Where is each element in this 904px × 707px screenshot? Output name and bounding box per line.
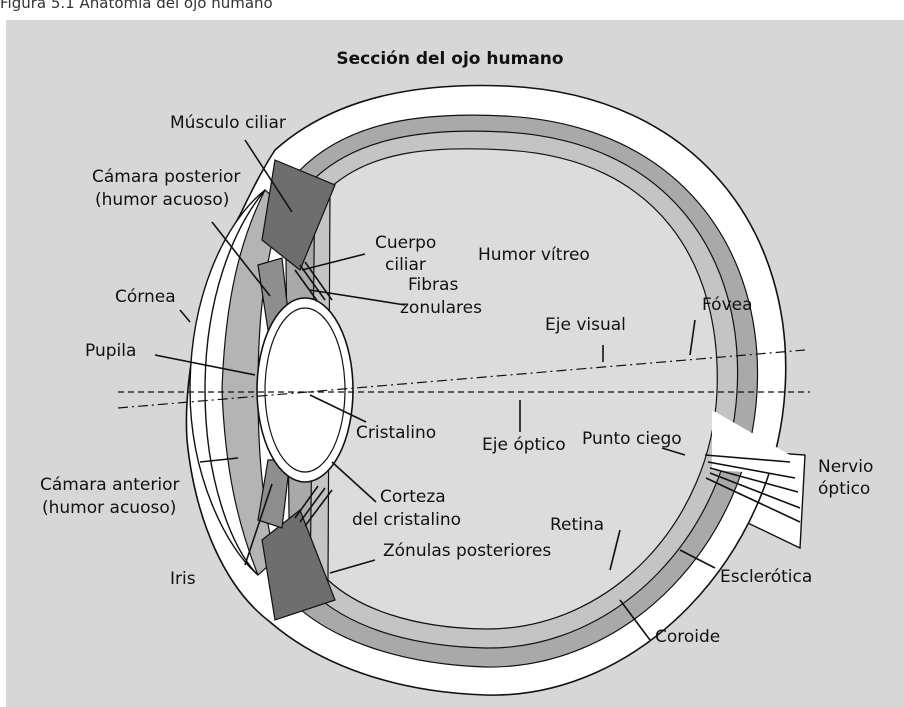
label-fovea: Fóvea bbox=[702, 295, 753, 315]
label-nervio-1: Nervio bbox=[818, 457, 873, 477]
label-camara-anterior-2: (humor acuoso) bbox=[42, 498, 176, 518]
label-fibras-2: zonulares bbox=[400, 298, 482, 318]
label-camara-posterior-2: (humor acuoso) bbox=[95, 190, 229, 210]
label-humor-vitreo: Humor vítreo bbox=[478, 245, 590, 265]
label-corteza-1: Corteza bbox=[380, 487, 446, 507]
label-cristalino: Cristalino bbox=[356, 423, 436, 443]
label-punto-ciego: Punto ciego bbox=[582, 429, 682, 449]
label-corteza-2: del cristalino bbox=[352, 510, 461, 530]
label-coroide: Coroide bbox=[655, 627, 720, 647]
label-pupila: Pupila bbox=[85, 341, 136, 361]
label-eje-optico: Eje óptico bbox=[482, 435, 566, 455]
label-retina: Retina bbox=[550, 515, 604, 535]
label-esclerotica: Esclerótica bbox=[720, 567, 812, 587]
label-iris: Iris bbox=[170, 569, 196, 589]
label-fibras-1: Fibras bbox=[408, 275, 458, 295]
label-musculo-ciliar: Músculo ciliar bbox=[170, 113, 286, 133]
label-eje-visual: Eje visual bbox=[545, 315, 626, 335]
diagram-title: Sección del ojo humano bbox=[336, 49, 563, 69]
label-cornea: Córnea bbox=[115, 287, 176, 307]
label-camara-anterior-1: Cámara anterior bbox=[40, 475, 180, 495]
label-nervio-2: óptico bbox=[818, 479, 870, 499]
label-camara-posterior-1: Cámara posterior bbox=[92, 167, 240, 187]
label-cuerpo-ciliar-2: ciliar bbox=[385, 255, 426, 275]
label-cuerpo-ciliar-1: Cuerpo bbox=[375, 233, 436, 253]
label-zonulas: Zónulas posteriores bbox=[383, 541, 551, 561]
